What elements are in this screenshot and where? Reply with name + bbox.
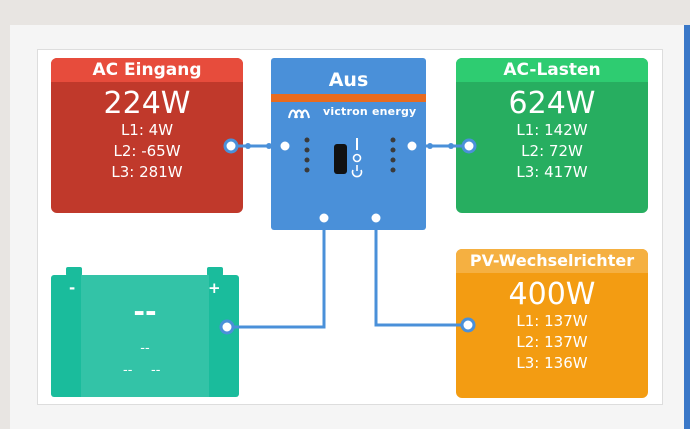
inverter-tile[interactable]: Aus victron energy — [271, 58, 426, 230]
pv-inverter-tile[interactable]: PV-Wechselrichter 400W L1: 137W L2: 137W… — [456, 249, 648, 398]
inverter-ac-out-port — [404, 138, 420, 154]
battery-current: -- — [123, 363, 133, 378]
battery-connector — [227, 218, 326, 329]
battery-port — [219, 319, 235, 335]
flow-dot-3 — [427, 143, 433, 149]
inverter-dc-port — [316, 210, 332, 226]
brand-stripe — [271, 94, 426, 102]
ac-loads-tile[interactable]: AC-Lasten 624W L1: 142W L2: 72W L3: 417W — [456, 58, 648, 213]
battery-plus-label: + — [208, 279, 221, 297]
led-dot-right-2 — [390, 147, 396, 153]
scrollbar-accent — [684, 25, 690, 429]
brand-label: victron energy — [323, 105, 417, 118]
led-dot-left-2 — [304, 147, 310, 153]
ac-loads-title: AC-Lasten — [456, 58, 648, 82]
battery-inner-panel — [81, 275, 209, 397]
battery-voltage: -- — [140, 341, 150, 356]
ac-input-l3: L3: 281W — [111, 163, 183, 181]
flow-dot-1 — [245, 143, 251, 149]
battery-tile[interactable]: - + -- -- -- -- — [51, 275, 239, 397]
flow-dot-4 — [448, 143, 454, 149]
battery-soc: -- — [133, 295, 157, 328]
ac-loads-l3: L3: 417W — [516, 163, 588, 181]
ac-loads-l1: L1: 142W — [516, 121, 588, 139]
led-dot-left-3 — [304, 157, 310, 163]
led-dot-right-1 — [390, 137, 396, 143]
led-dot-right-4 — [390, 167, 396, 173]
pv-inverter-l3: L3: 136W — [516, 354, 588, 372]
ac-loads-l2: L2: 72W — [521, 142, 583, 160]
pv-inverter-l2: L2: 137W — [516, 333, 588, 351]
pv-inverter-l1: L1: 137W — [516, 312, 588, 330]
pv-inverter-port — [460, 317, 476, 333]
led-dot-left-4 — [304, 167, 310, 173]
inverter-ac-in-port — [277, 138, 293, 154]
battery-terminal-negative — [66, 267, 82, 276]
led-dot-right-3 — [390, 157, 396, 163]
inverter-pv-port — [368, 210, 384, 226]
ac-input-tile[interactable]: AC Eingang 224W L1: 4W L2: -65W L3: 281W — [51, 58, 243, 213]
ac-loads-power: 624W — [508, 86, 596, 121]
ac-input-power: 224W — [103, 86, 191, 121]
switch-off-mark — [352, 153, 362, 163]
pv-inverter-title: PV-Wechselrichter — [456, 249, 648, 273]
power-icon — [351, 169, 363, 178]
rocker-switch — [334, 144, 347, 174]
inverter-state: Aus — [328, 69, 369, 91]
pv-inverter-power: 400W — [508, 277, 596, 312]
inverter-panel-art — [304, 137, 396, 178]
ac-input-port — [223, 138, 239, 154]
flow-dot-2 — [266, 143, 272, 149]
battery-minus-label: - — [69, 279, 76, 297]
ac-loads-port — [461, 138, 477, 154]
ac-input-l2: L2: -65W — [113, 142, 181, 160]
led-dot-left-1 — [304, 137, 310, 143]
ac-input-l1: L1: 4W — [120, 121, 174, 139]
battery-power: -- — [151, 363, 161, 378]
victron-logo-icon — [288, 109, 310, 119]
battery-terminal-positive — [207, 267, 223, 276]
ac-input-title: AC Eingang — [51, 58, 243, 82]
pv-connector — [374, 218, 468, 327]
